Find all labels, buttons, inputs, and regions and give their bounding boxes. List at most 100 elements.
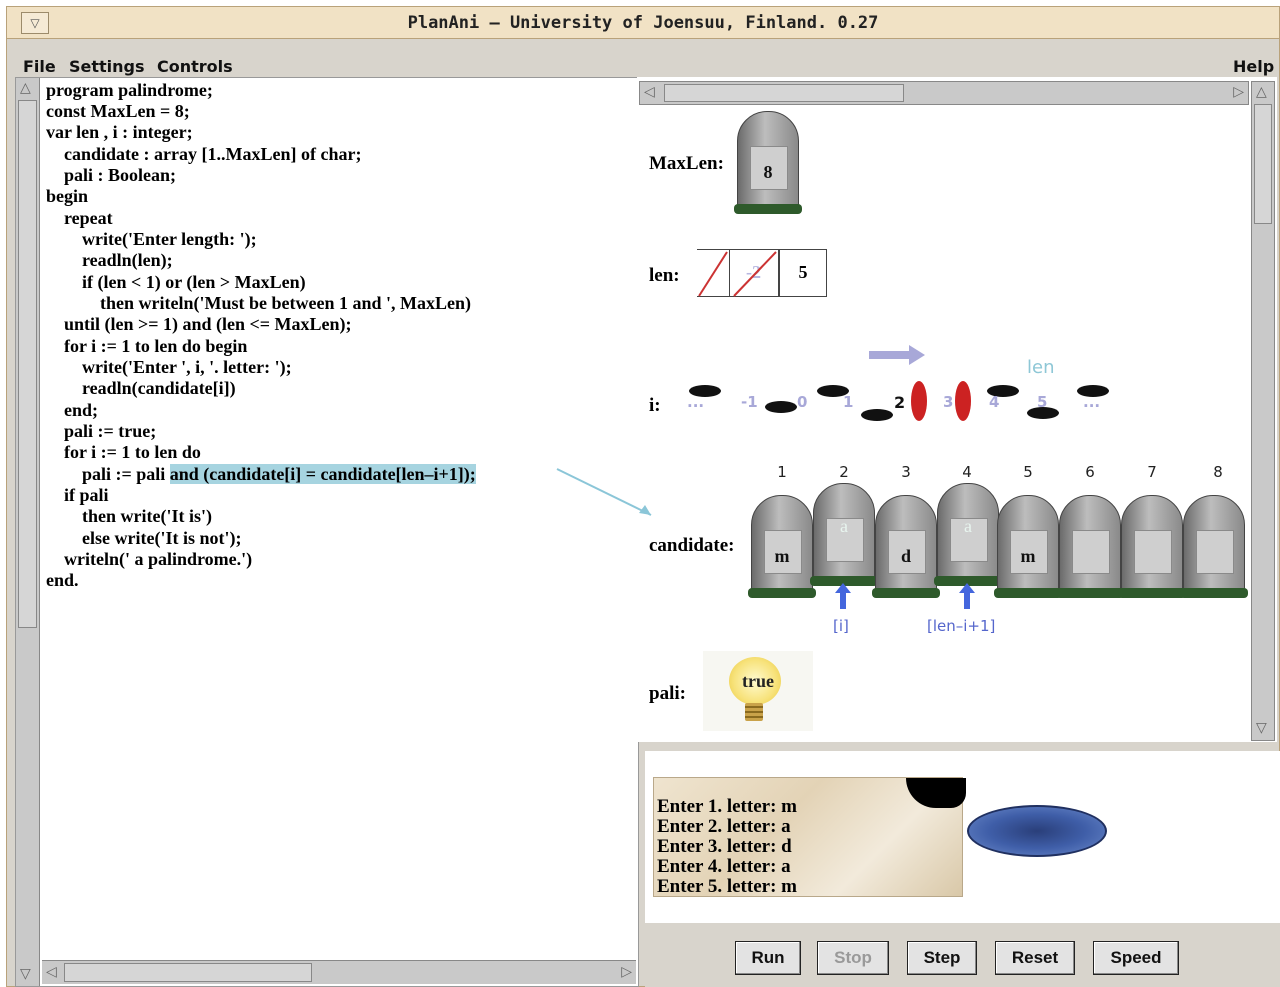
index-label: 5 <box>1023 463 1033 481</box>
index-label: 4 <box>962 463 972 481</box>
window-menu-button[interactable]: ▽ <box>21 12 49 34</box>
code-line-prefix: pali := pali <box>46 464 170 484</box>
strike-icon <box>733 251 777 297</box>
control-bar: Run Stop Step Reset Speed <box>645 923 1280 987</box>
menu-settings[interactable]: Settings <box>69 57 145 76</box>
speed-button[interactable]: Speed <box>1093 941 1179 975</box>
direction-arrow-icon <box>869 345 925 365</box>
i-step-value: 4 <box>989 393 1000 411</box>
pointer-i-arrow-icon <box>835 583 851 609</box>
scroll-right-icon[interactable]: ▷ <box>1233 84 1244 100</box>
code-line: readln(candidate[i]) <box>46 378 236 398</box>
scroll-down-icon[interactable]: ▽ <box>20 966 31 982</box>
code-vertical-scroll-thumb[interactable] <box>18 100 37 628</box>
scroll-right-icon[interactable]: ▷ <box>621 964 632 980</box>
candidate-cell-8 <box>1180 495 1248 598</box>
console-line: Enter 3. letter: d <box>657 836 792 857</box>
reset-button[interactable]: Reset <box>995 941 1075 975</box>
highlighted-expression: and (candidate[i] = candidate[len–i+1]); <box>169 464 476 484</box>
i-step-value: ... <box>1083 393 1101 411</box>
grass-icon <box>872 588 940 598</box>
len-current-box: 5 <box>779 249 827 297</box>
animation-horizontal-scroll-thumb[interactable] <box>664 84 904 102</box>
animation-vertical-scroll-thumb[interactable] <box>1254 104 1272 224</box>
code-line: candidate : array [1..MaxLen] of char; <box>46 144 362 164</box>
grass-icon <box>1118 588 1186 598</box>
lightbulb-icon: true <box>703 651 813 731</box>
strike-icon <box>698 251 728 297</box>
menu-bar: File Settings Controls Help <box>7 47 1279 79</box>
menu-help[interactable]: Help <box>1233 57 1275 76</box>
run-button[interactable]: Run <box>735 941 801 975</box>
i-label: i: <box>649 395 661 416</box>
code-line: repeat <box>46 208 113 228</box>
len-history-box <box>697 249 729 297</box>
index-label: 3 <box>901 463 911 481</box>
pointer-len-label: [len–i+1] <box>927 617 996 635</box>
code-line: for i := 1 to len do begin <box>46 336 248 356</box>
scroll-left-icon[interactable]: ◁ <box>644 84 655 100</box>
link-arrow-icon <box>556 468 652 516</box>
code-line: begin <box>46 186 89 206</box>
cell-value: m <box>1020 546 1036 566</box>
index-label: 1 <box>777 463 787 481</box>
i-current-value: 2 <box>894 393 906 412</box>
app-window: ▽ PlanAni – University of Joensuu, Finla… <box>6 6 1280 987</box>
scroll-left-icon[interactable]: ◁ <box>46 964 57 980</box>
console-line: Enter 2. letter: a <box>657 816 791 837</box>
scroll-up-icon[interactable]: △ <box>20 80 31 96</box>
grass-icon <box>1056 588 1124 598</box>
cell-value: d <box>900 546 911 566</box>
menu-controls[interactable]: Controls <box>157 57 233 76</box>
scroll-down-icon[interactable]: ▽ <box>1256 720 1267 736</box>
len-old-value: -2 <box>746 262 761 282</box>
candidate-cell-5: m <box>994 495 1062 598</box>
len-label: len: <box>649 265 680 286</box>
code-line: then write('It is') <box>46 506 212 526</box>
candidate-cell-2: a <box>810 483 878 586</box>
window-title: PlanAni – University of Joensuu, Finland… <box>407 13 879 33</box>
code-editor: program palindrome; const MaxLen = 8; va… <box>42 80 636 956</box>
code-line: until (len >= 1) and (len <= MaxLen); <box>46 314 352 334</box>
stop-button[interactable]: Stop <box>817 941 889 975</box>
code-line: else write('It is not'); <box>46 528 242 548</box>
i-step-value: ... <box>687 393 705 411</box>
i-step-value: -1 <box>741 393 758 411</box>
code-line: if (len < 1) or (len > MaxLen) <box>46 272 306 292</box>
code-line: write('Enter ', i, '. letter: '); <box>46 357 292 377</box>
code-line: then writeln('Must be between 1 and ', M… <box>46 293 471 313</box>
candidate-cell-1: m <box>748 495 816 598</box>
cell-value: m <box>774 546 790 566</box>
menu-file[interactable]: File <box>23 57 56 76</box>
scroll-up-icon[interactable]: △ <box>1256 84 1267 100</box>
animation-pane: ◁ ▷ △ ▽ MaxLen: 8 len: -2 5 i: <box>637 77 1277 742</box>
code-horizontal-scroll-thumb[interactable] <box>64 963 312 982</box>
code-pane: △ ▽ program palindrome; const MaxLen = 8… <box>15 77 639 987</box>
pointer-len-arrow-icon <box>959 583 975 609</box>
console-pane: Enter 1. letter: m Enter 2. letter: a En… <box>645 751 1280 923</box>
grass-icon <box>810 576 878 586</box>
step-button[interactable]: Step <box>907 941 977 975</box>
code-line: writeln(' a palindrome.') <box>46 549 253 569</box>
title-bar: ▽ PlanAni – University of Joensuu, Finla… <box>7 7 1279 39</box>
pointer-i-label: [i] <box>833 617 849 635</box>
animation-horizontal-scrollbar[interactable]: ◁ ▷ <box>639 81 1249 105</box>
grass-icon <box>994 588 1062 598</box>
cell-value: a <box>840 516 848 536</box>
index-label: 7 <box>1147 463 1157 481</box>
index-label: 6 <box>1085 463 1095 481</box>
cell-value: a <box>964 516 972 536</box>
animation-vertical-scrollbar[interactable]: △ ▽ <box>1251 81 1275 741</box>
candidate-cell-4: a <box>934 483 1002 586</box>
code-line: write('Enter length: '); <box>46 229 257 249</box>
console-line: Enter 5. letter: m <box>657 876 797 897</box>
grass-icon <box>748 588 816 598</box>
code-line-current: pali := pali and (candidate[i] = candida… <box>46 464 476 485</box>
code-horizontal-scrollbar[interactable]: ◁ ▷ <box>42 960 636 984</box>
grass-icon <box>734 204 802 214</box>
i-step-value: 1 <box>843 393 854 411</box>
len-value: 5 <box>798 262 808 282</box>
code-vertical-scrollbar[interactable]: △ ▽ <box>16 78 40 986</box>
i-step-value: 0 <box>797 393 808 411</box>
code-line: pali := true; <box>46 421 157 441</box>
